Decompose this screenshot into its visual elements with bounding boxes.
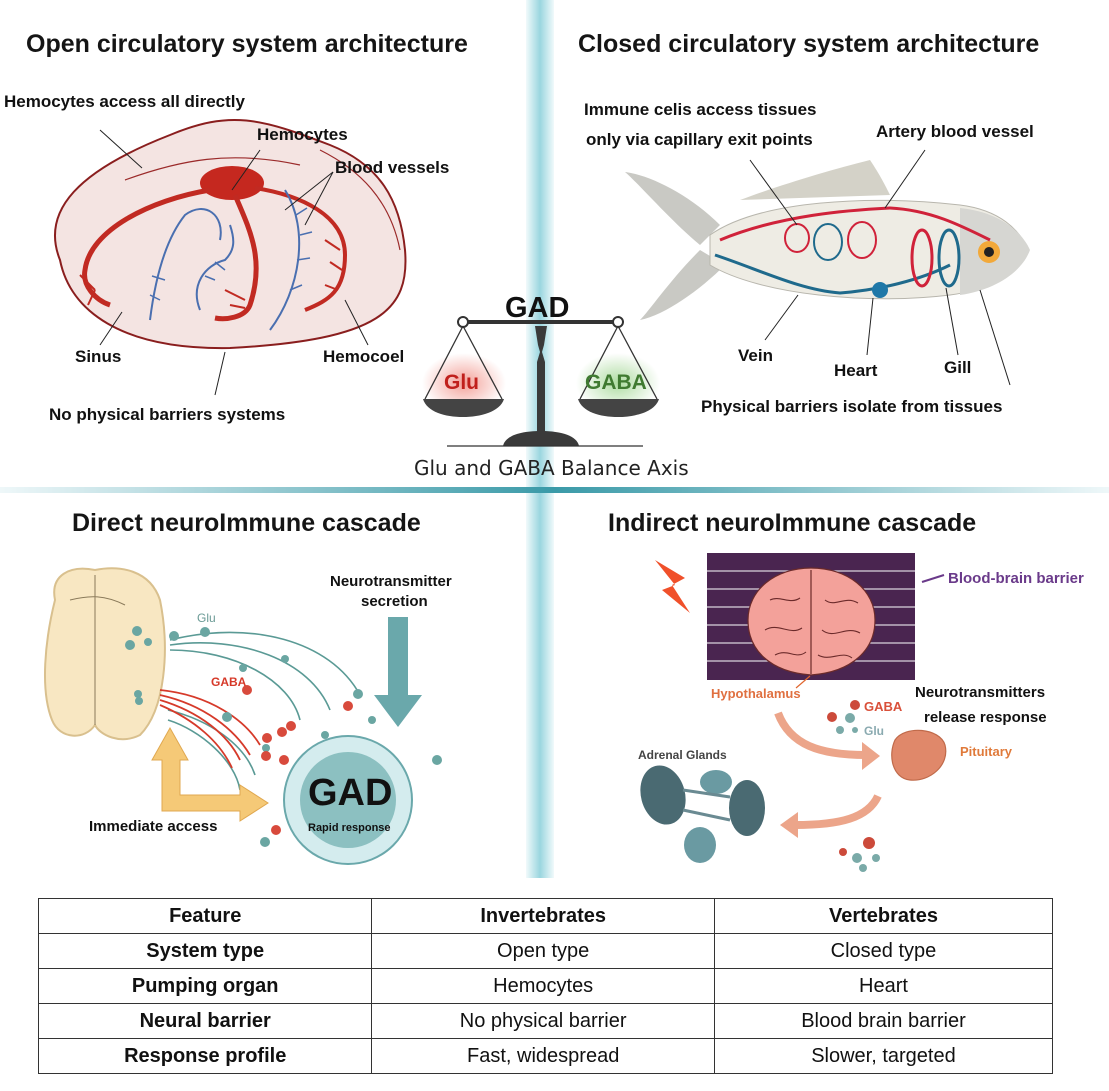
label-heart: Heart <box>834 361 878 380</box>
artery-left <box>82 187 211 308</box>
indirect-molecules <box>827 700 880 872</box>
glu-molecules <box>125 626 442 847</box>
table-cell-feature: System type <box>37 933 373 969</box>
capillary-beds <box>784 221 961 288</box>
balance-glu-label: Glu <box>444 371 479 394</box>
secretion-label-line2: secretion <box>361 593 428 610</box>
pituitary-to-adrenal-arrow <box>794 794 882 829</box>
table-cell-feature: Response profile <box>37 1038 373 1074</box>
table-cell: Slower, targeted <box>713 1038 1054 1074</box>
hypothalamus-label: Hypothalamus <box>711 686 801 701</box>
fish-heart <box>872 282 888 298</box>
label-physical-barriers: Physical barriers isolate from tissues <box>701 397 1003 416</box>
comparison-table: Feature Invertebrates Vertebrates System… <box>37 898 1054 1074</box>
hemocytes-blob <box>200 166 264 200</box>
table-row: Response profile Fast, widespread Slower… <box>37 1038 1054 1074</box>
table-header: Feature <box>37 898 373 934</box>
pituitary-label: Pituitary <box>960 744 1013 759</box>
fish-tail <box>625 172 725 320</box>
label-vein: Vein <box>738 346 773 365</box>
table-row: Neural barrier No physical barrier Blood… <box>37 1003 1054 1039</box>
hypothalamus-to-pituitary-arrow <box>774 711 867 759</box>
scale-base <box>503 431 579 446</box>
gad-cell-sublabel: Rapid response <box>308 822 391 834</box>
open-system-illustration <box>54 118 407 396</box>
label-no-physical-barriers: No physical barriers systems <box>49 405 286 424</box>
closed-system-title: Closed circulatory system architecture <box>578 30 1040 58</box>
direct-glu-label: Glu <box>197 611 216 625</box>
label-hemocoel: Hemocoel <box>323 347 405 366</box>
scale-post <box>535 326 547 432</box>
label-gill: Gill <box>944 358 972 377</box>
table-cell-feature: Neural barrier <box>37 1003 373 1039</box>
label-hemocytes: Hemocytes <box>257 125 348 144</box>
adrenal-glands-icon <box>640 765 765 863</box>
balance-gad-label: GAD <box>505 292 570 324</box>
gaba-pathways <box>159 689 261 769</box>
direct-gaba-label: GABA <box>211 675 247 689</box>
immediate-access-arrow <box>151 726 269 822</box>
release-label-line1: Neurotransmitters <box>915 684 1046 701</box>
table-cell: Open type <box>371 933 715 969</box>
secretion-label-line1: Neurotransmitter <box>330 573 452 590</box>
artery-center <box>214 194 259 322</box>
hemocoel-body <box>54 118 407 350</box>
glu-pathways <box>167 631 361 791</box>
label-immune-cells-line1: Immune celis access tissues <box>584 100 817 119</box>
table-row: Pumping organ Hemocytes Heart <box>37 968 1054 1004</box>
table-cell: No physical barrier <box>371 1003 715 1039</box>
table-cell: Closed type <box>713 933 1054 969</box>
vein-left <box>149 208 222 321</box>
right-pan <box>578 399 659 417</box>
label-sinus: Sinus <box>75 347 122 366</box>
lightning-icon <box>655 560 690 613</box>
balance-caption: Glu and GABA Balance Axis <box>414 456 689 480</box>
table-cell: Fast, widespread <box>371 1038 715 1074</box>
immediate-access-label: Immediate access <box>89 818 218 835</box>
table-row: System type Open type Closed type <box>37 933 1054 969</box>
table-cell: Heart <box>713 968 1054 1004</box>
direct-cascade-title: Direct neuroImmune cascade <box>72 509 421 537</box>
fish-illustration <box>625 149 1030 386</box>
label-hemocytes-access: Hemocytes access all directly <box>4 92 245 111</box>
label-blood-vessels: Blood vessels <box>335 158 450 177</box>
adrenal-label: Adrenal Glands <box>638 748 727 762</box>
table-header: Vertebrates <box>713 898 1054 934</box>
secretion-arrow <box>374 617 422 727</box>
table-cell-feature: Pumping organ <box>37 968 373 1004</box>
left-pan <box>423 399 504 417</box>
open-system-title: Open circulatory system architecture <box>26 30 468 58</box>
direct-cascade-illustration <box>43 567 442 865</box>
vein-line <box>714 253 951 295</box>
indirect-cascade-illustration <box>640 553 947 872</box>
table-header-row: Feature Invertebrates Vertebrates <box>37 898 1054 934</box>
bbb-label: Blood-brain barrier <box>948 570 1084 587</box>
gad-cell-label: GAD <box>308 772 393 814</box>
gaba-molecules <box>242 685 353 835</box>
label-immune-cells-line2: only via capillary exit points <box>586 130 813 149</box>
label-artery: Artery blood vessel <box>876 122 1034 141</box>
fish-dorsal-fin <box>740 160 890 200</box>
indirect-cascade-title: Indirect neuroImmune cascade <box>608 509 977 537</box>
table-cell: Blood brain barrier <box>713 1003 1054 1039</box>
indirect-glu-label: Glu <box>864 724 884 738</box>
balance-gaba-label: GABA <box>585 371 647 394</box>
table-header: Invertebrates <box>371 898 715 934</box>
vein-center <box>195 224 235 311</box>
horizontal-divider <box>0 487 1109 493</box>
release-label-line2: release response <box>924 709 1047 726</box>
balance-scale <box>422 316 660 447</box>
gad-cell-inner <box>300 752 396 848</box>
indirect-gaba-label: GABA <box>864 699 903 714</box>
table-cell: Hemocytes <box>371 968 715 1004</box>
pituitary-icon <box>891 729 947 781</box>
gaba-glow <box>576 353 660 413</box>
